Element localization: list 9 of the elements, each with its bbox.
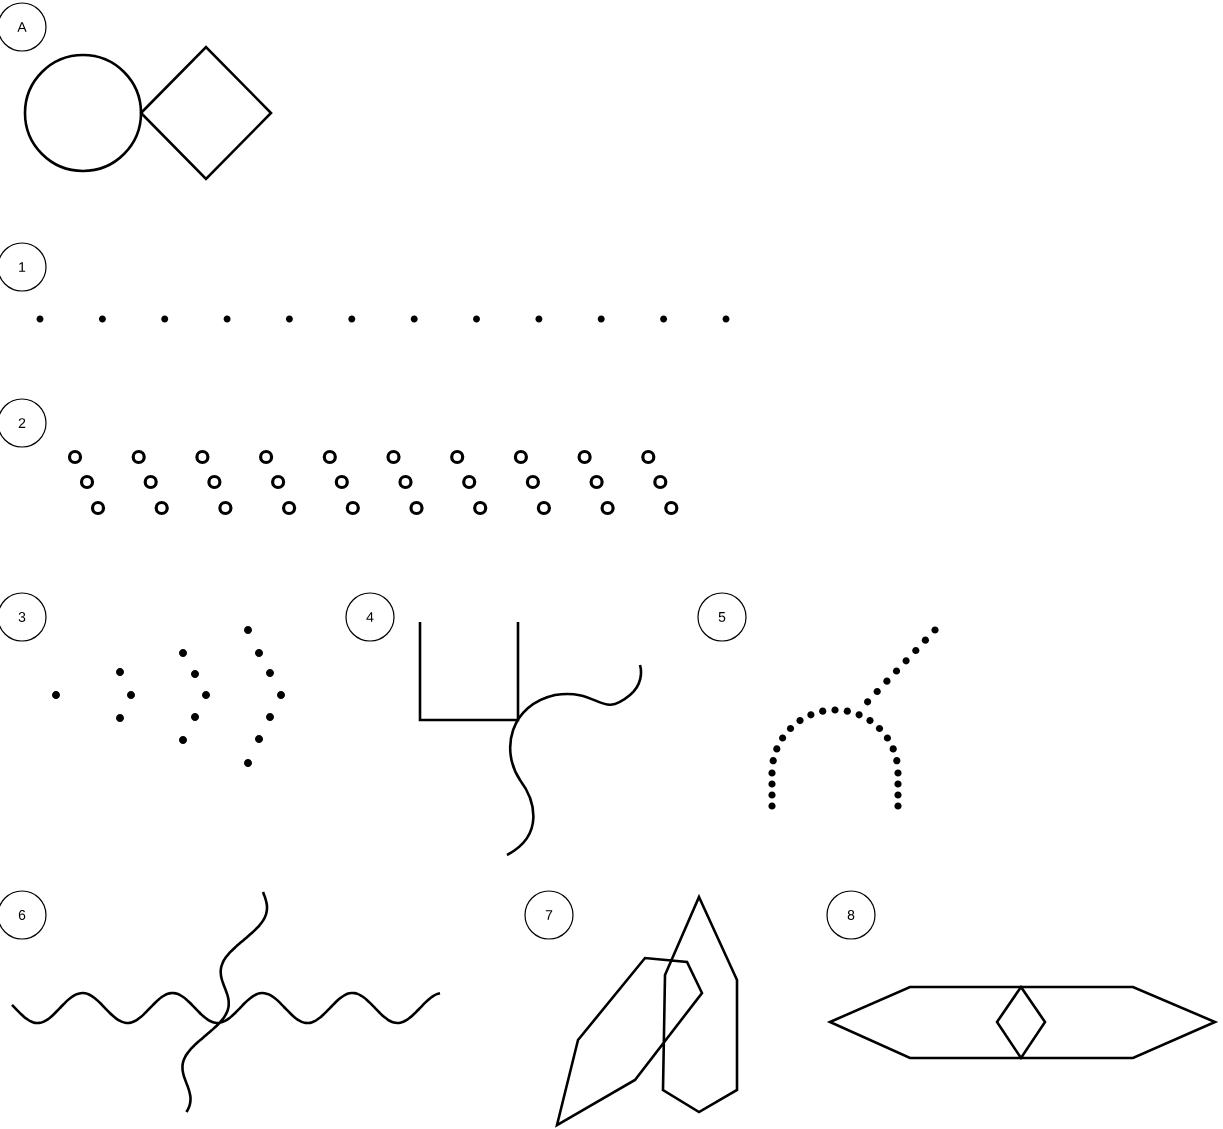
callout-number: A: [0, 2, 47, 52]
callout-number: 7: [524, 890, 574, 940]
callout-number: 4: [345, 592, 395, 642]
callout-number: 2: [0, 398, 47, 448]
callout-number: 5: [697, 592, 747, 642]
callout-number: 3: [0, 592, 47, 642]
callout-number: 6: [0, 890, 47, 940]
callout-number: 1: [0, 242, 47, 292]
callout-number: 8: [826, 890, 876, 940]
